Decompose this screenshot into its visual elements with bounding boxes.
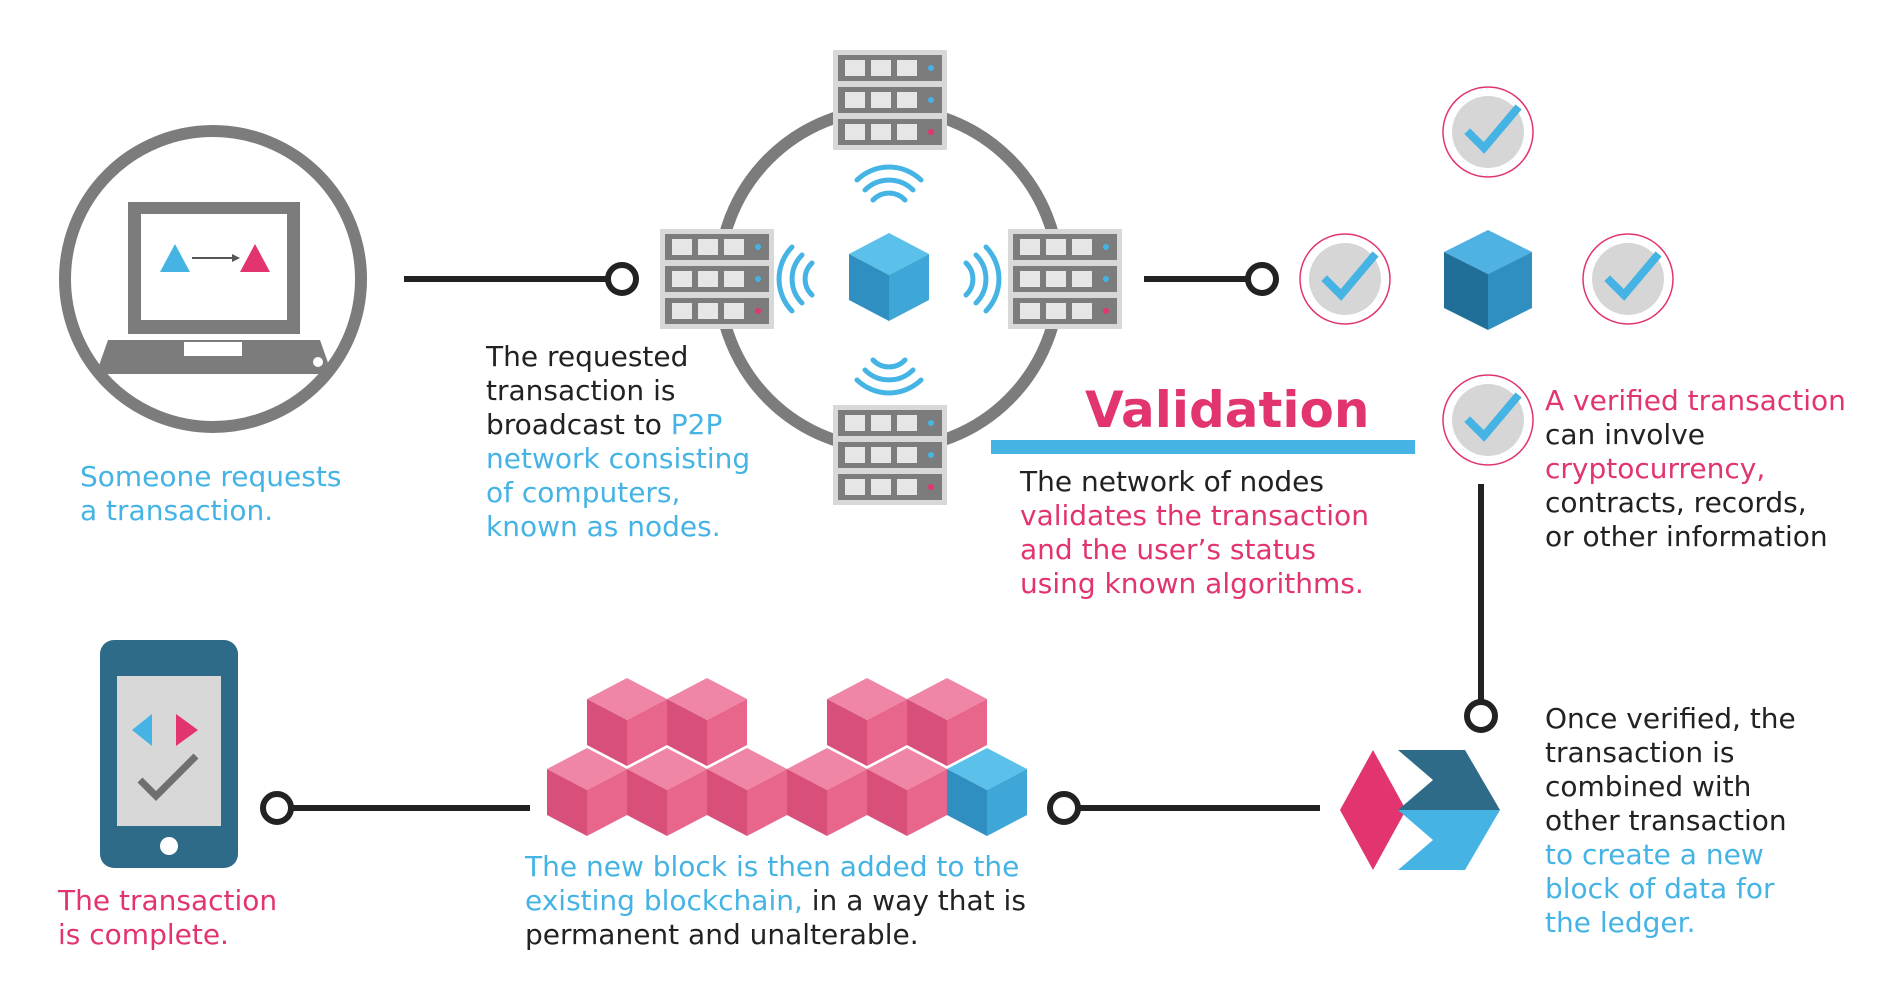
validation-line-3-pink: and the user’s status [1020, 533, 1316, 566]
server-icon-bottom [833, 405, 947, 505]
diamond-chevron-icon [1340, 750, 1500, 870]
added-line-1-blue: The new block is then added to the [525, 850, 1020, 883]
validation-text: The network of nodes validates the trans… [1020, 465, 1369, 601]
broadcast-line-1: The requested [486, 340, 750, 374]
request-line-2: a transaction. [80, 494, 274, 527]
broadcast-line-2: transaction is [486, 374, 750, 408]
broadcast-line-5-blue: of computers, [486, 476, 681, 509]
validation-line-1: The network of nodes [1020, 465, 1369, 499]
server-icon-right [1008, 229, 1122, 329]
verified-line-5-dark: or other information [1545, 520, 1828, 553]
verified-line-4-dark: contracts, records, [1545, 486, 1807, 519]
verified-line-2: can involve [1545, 418, 1846, 452]
added-line-3-dark: permanent and unalterable. [525, 918, 919, 951]
validation-underline [991, 440, 1415, 454]
smartphone-icon [100, 640, 238, 868]
combined-line-6-blue: block of data for [1545, 872, 1775, 905]
connector-request [404, 262, 639, 296]
validation-line-4-pink: using known algorithms. [1020, 567, 1364, 600]
connector-verified [1464, 484, 1498, 733]
combined-line-5: to create a new [1545, 838, 1796, 872]
broadcast-text: The requested transaction is broadcast t… [486, 340, 750, 544]
broadcast-line-6-blue: known as nodes. [486, 510, 721, 543]
combined-text: Once verified, the transaction is combin… [1545, 702, 1796, 940]
broadcast-line-4: network consisting [486, 442, 750, 476]
verified-line-5: or other information [1545, 520, 1846, 554]
verified-line-3-pink: cryptocurrency, [1545, 452, 1766, 485]
broadcast-line-3: broadcast to P2P [486, 408, 750, 442]
broadcast-line-4-blue: network consisting [486, 442, 751, 475]
verified-line-4: contracts, records, [1545, 486, 1846, 520]
verified-text: A verified transaction can involve crypt… [1545, 384, 1846, 554]
cube-icon-center [849, 233, 929, 321]
combined-line-2-dark: transaction is [1545, 736, 1735, 769]
cube-icon-new-block [947, 748, 1027, 836]
verified-line-1-pink: A verified transaction [1545, 384, 1846, 417]
connector-combined [1047, 791, 1320, 825]
request-text: Someone requests a transaction. [80, 460, 341, 528]
checkmark-badge-icon-top [1443, 87, 1533, 177]
network-ring [660, 50, 1122, 505]
complete-line-2: is complete. [58, 918, 229, 951]
request-line-1: Someone requests [80, 460, 342, 493]
combined-line-1: Once verified, the [1545, 702, 1796, 736]
cube-icon-validation [1444, 230, 1532, 330]
verified-line-3: cryptocurrency, [1545, 452, 1846, 486]
complete-text: The transaction is complete. [58, 884, 277, 952]
added-line-2-dark: in a way that is [802, 884, 1026, 917]
combined-line-5-blue: to create a new [1545, 838, 1764, 871]
laptop-icon [59, 125, 367, 433]
broadcast-line-1-dark: The requested [486, 340, 689, 373]
combined-line-2: transaction is [1545, 736, 1796, 770]
validation-line-3: and the user’s status [1020, 533, 1369, 567]
broadcast-line-2-dark: transaction is [486, 374, 676, 407]
server-icon-left [660, 229, 774, 329]
combined-line-7: the ledger. [1545, 906, 1796, 940]
combined-line-7-blue: the ledger. [1545, 906, 1696, 939]
broadcast-line-6: known as nodes. [486, 510, 750, 544]
verified-line-2-dark: can involve [1545, 418, 1706, 451]
validation-title: Validation [1085, 381, 1370, 439]
combined-line-6: block of data for [1545, 872, 1796, 906]
verified-line-1: A verified transaction [1545, 384, 1846, 418]
broadcast-line-5: of computers, [486, 476, 750, 510]
combined-line-3: combined with [1545, 770, 1796, 804]
validation-line-2: validates the transaction [1020, 499, 1369, 533]
combined-line-1-dark: Once verified, the [1545, 702, 1796, 735]
validation-line-2-pink: validates the transaction [1020, 499, 1369, 532]
added-text: The new block is then added to the exist… [525, 850, 1026, 952]
added-line-2: existing blockchain, in a way that is [525, 884, 1026, 918]
combined-line-4: other transaction [1545, 804, 1796, 838]
server-icon-top [833, 50, 947, 150]
added-line-2-blue: existing blockchain, [525, 884, 803, 917]
validation-line-1-dark: The network of nodes [1020, 465, 1324, 498]
checkmark-badge-icon-bottom [1443, 375, 1533, 465]
validation-line-4: using known algorithms. [1020, 567, 1369, 601]
connector-validation [1144, 262, 1279, 296]
checkmark-badge-icon-right [1583, 234, 1673, 324]
combined-line-3-dark: combined with [1545, 770, 1752, 803]
broadcast-line-3-blue: P2P [670, 408, 723, 441]
combined-line-4-dark: other transaction [1545, 804, 1787, 837]
complete-line-1: The transaction [58, 884, 278, 917]
validation-cluster [1300, 87, 1673, 465]
added-line-3: permanent and unalterable. [525, 918, 1026, 952]
broadcast-line-3-dark: broadcast to [486, 408, 671, 441]
connector-complete [260, 791, 530, 825]
signal-waves-icon [776, 164, 1002, 396]
blockchain-cubes [547, 678, 1027, 836]
added-line-1: The new block is then added to the [525, 850, 1026, 884]
checkmark-badge-icon-left [1300, 234, 1390, 324]
